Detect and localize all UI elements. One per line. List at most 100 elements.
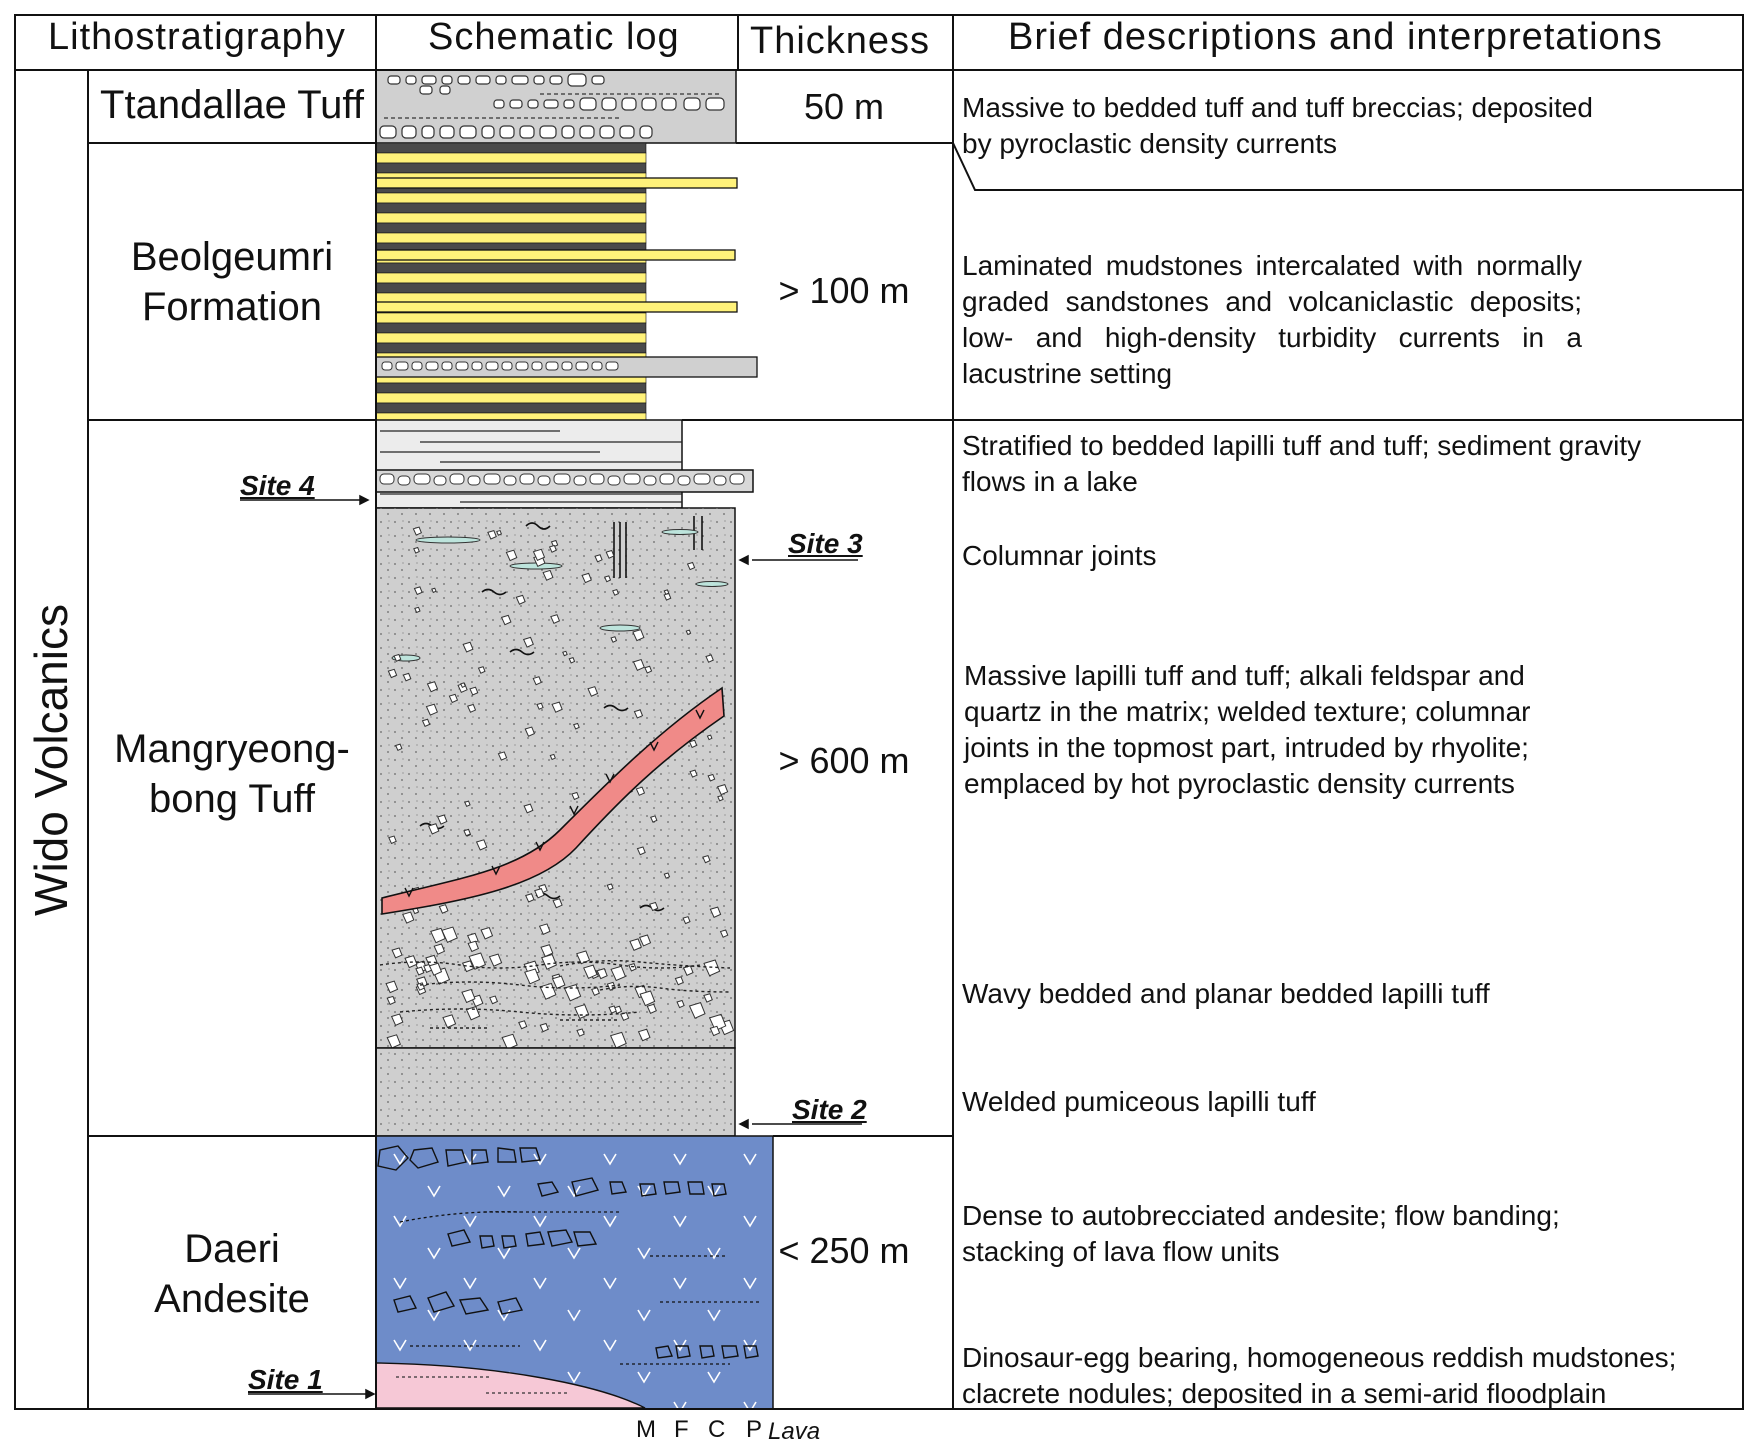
laminated-band <box>375 412 647 421</box>
lapillus <box>421 718 431 728</box>
lapillus <box>505 549 518 562</box>
lapillus <box>637 1028 651 1042</box>
lapillus <box>629 938 642 952</box>
description-massive-lapilli-tuff: Massive lapilli tuff and tuff; alkali fe… <box>964 660 1531 799</box>
tuff-ash-matrix <box>376 508 735 1048</box>
lapillus <box>387 668 398 679</box>
lapillus <box>488 953 503 967</box>
lapillus <box>391 947 403 959</box>
lapillus <box>719 929 729 938</box>
lapillus <box>562 650 568 657</box>
lapillus <box>496 529 503 536</box>
lapillus <box>539 1022 549 1033</box>
lapillus <box>674 976 684 986</box>
lapillus <box>635 786 646 796</box>
tuff-breccia-clasts <box>379 473 745 486</box>
lapillus <box>612 588 620 596</box>
lapillus <box>644 665 653 674</box>
lapillus <box>475 839 488 851</box>
laminated-band <box>375 162 647 174</box>
unit-beolgeumri-line2: Formation <box>141 285 323 329</box>
lapillus <box>413 586 423 596</box>
lapillus <box>467 940 480 953</box>
lapillus <box>427 823 440 835</box>
header-lithostratigraphy: Lithostratigraphy <box>48 16 346 58</box>
laminated-band <box>375 192 647 204</box>
header-thickness: Thickness <box>750 20 931 62</box>
lapillus <box>523 803 534 814</box>
lapillus <box>525 893 535 903</box>
lapillus <box>686 561 696 571</box>
schematic-log <box>375 69 774 1410</box>
axis-lava: Lava <box>768 1418 821 1445</box>
lapillus <box>426 681 439 693</box>
laminated-band <box>375 222 647 234</box>
group-label: Wido Volcanics <box>16 560 86 960</box>
lapillus <box>688 739 698 749</box>
lapillus <box>703 993 713 1003</box>
laminated-band <box>375 312 647 324</box>
lapillus <box>413 546 420 554</box>
lapillus <box>552 898 563 909</box>
site-1-label: Site 1 <box>248 1364 323 1395</box>
lapillus <box>610 965 627 982</box>
lapillus <box>609 1031 627 1049</box>
lapillus <box>550 614 561 624</box>
header-schematic-log: Schematic log <box>428 16 680 58</box>
lapillus <box>524 726 536 737</box>
ttandallae-clasts <box>379 73 725 139</box>
welded-tuff-matrix <box>376 1048 735 1136</box>
lapillus <box>463 828 471 837</box>
table-grid <box>14 14 1744 1410</box>
lapillus <box>390 1013 404 1026</box>
laminated-band <box>375 322 647 334</box>
thickness-mangryeongbong: > 600 m <box>778 740 910 781</box>
lapillus <box>581 572 592 584</box>
lapillus <box>633 709 644 719</box>
lapillus <box>638 934 652 947</box>
lapillus <box>477 666 486 674</box>
lapillus <box>460 682 466 688</box>
lapillus <box>685 629 692 636</box>
description-mudstone: Dinosaur-egg bearing, homogeneous reddis… <box>962 1342 1677 1409</box>
lapillus <box>541 953 558 970</box>
lapillus <box>500 614 512 626</box>
lapillus <box>393 653 402 662</box>
unit-mangryeongbong-line1: Mangryeong- <box>114 727 350 771</box>
lapillus <box>532 676 542 686</box>
description-columnar-joints: Columnar joints <box>962 540 1157 571</box>
lapillus <box>386 1034 401 1049</box>
lapillus <box>464 800 471 808</box>
lapillus <box>709 906 722 918</box>
laminated-band <box>375 152 647 164</box>
lapillus <box>573 722 580 730</box>
site-4-label: Site 4 <box>240 470 315 501</box>
lapillus <box>608 1005 617 1014</box>
description-wavy-bedded: Wavy bedded and planar bedded lapilli tu… <box>962 978 1490 1009</box>
lapillus <box>395 743 403 751</box>
lapillus <box>433 943 446 955</box>
axis-fine: F <box>674 1416 689 1443</box>
axis-pebble: P <box>746 1416 763 1443</box>
header-descriptions: Brief descriptions and interpretations <box>1008 16 1663 58</box>
lapillus <box>632 658 645 671</box>
laminated-band <box>375 402 647 414</box>
lapillus <box>709 1025 721 1037</box>
lapillus <box>461 988 476 1004</box>
lapillus <box>489 995 499 1005</box>
flow-banding <box>399 1211 760 1365</box>
rhyolite-vee-symbols <box>404 709 705 898</box>
lapillus <box>542 569 554 581</box>
site-3-label: Site 3 <box>788 528 863 559</box>
description-andesite: Dense to autobrecciated andesite; flow b… <box>962 1200 1560 1267</box>
lapillus <box>550 539 559 548</box>
laminated-band <box>375 212 647 224</box>
lapillus <box>524 968 541 985</box>
reddish-mudstone-log <box>375 1362 646 1409</box>
lapillus <box>576 1028 585 1037</box>
lapillus <box>438 904 449 914</box>
lapillus <box>487 529 497 540</box>
lapillus <box>583 964 598 979</box>
lapillus <box>465 1006 481 1021</box>
lapillus <box>428 962 443 976</box>
